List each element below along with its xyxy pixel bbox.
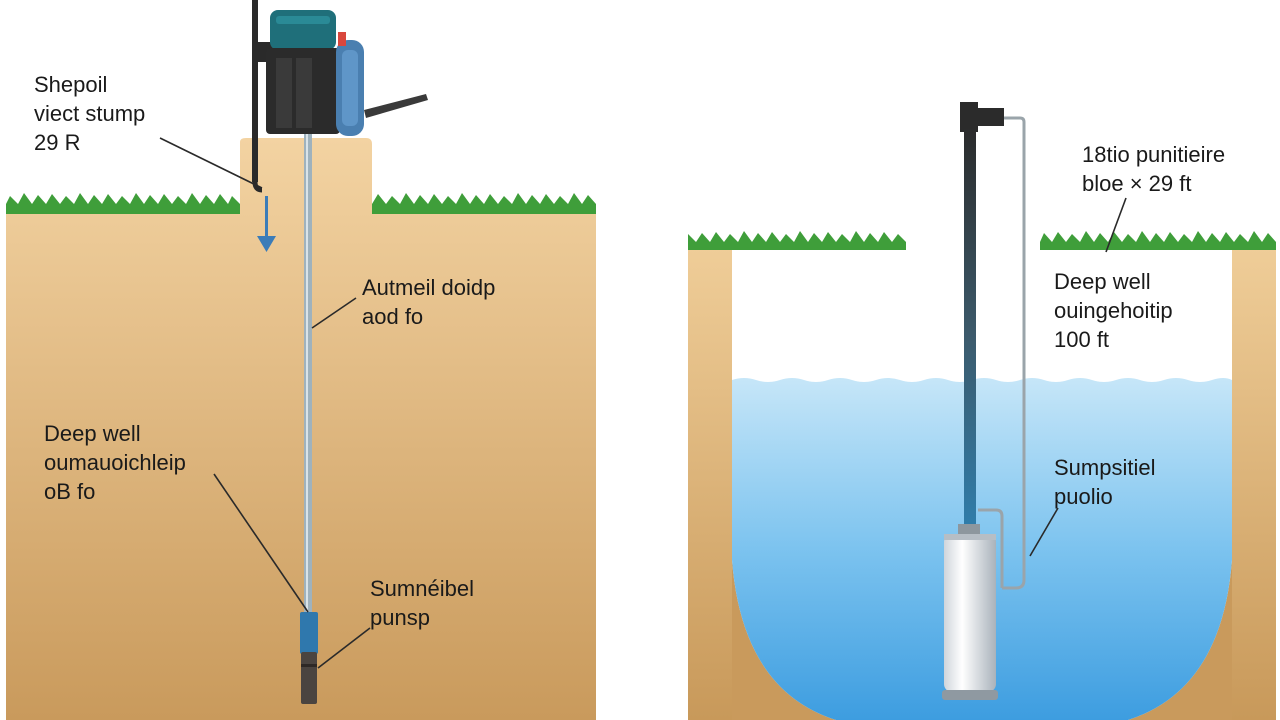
right-top-label: 18tio punitieire bloe × 29 ft [1082, 140, 1225, 198]
middle-label: Autmeil doidp aod fo [362, 273, 495, 331]
right-deep-well-label-line-1: Deep well [1054, 269, 1151, 294]
right-top-label-line-1: 18tio punitieire [1082, 142, 1226, 167]
right-deep-well-label: Deep well ouingehoitip 100 ft [1054, 267, 1173, 354]
surface-pump-label-line-1: Shepoil [34, 72, 108, 97]
right-deep-well-label-line-2: ouingehoitip [1054, 298, 1173, 323]
right-leader-lines [1029, 197, 1127, 557]
left-submersible-pump [300, 612, 318, 704]
left-ground [6, 138, 596, 720]
left-leader-lines [159, 137, 371, 669]
right-submersible-pump [942, 524, 998, 700]
middle-label-line-1: Autmeil doidp [362, 275, 496, 300]
left-submersible-label-line-1: Sumnéibel [370, 576, 474, 601]
right-riser-pipe [960, 102, 1026, 590]
flow-arrow [257, 196, 276, 252]
left-well-pipe [304, 134, 312, 614]
left-submersible-label: Sumnéibel punsp [370, 574, 474, 632]
left-deep-well-label-line-3: oB fo [44, 479, 96, 504]
left-deep-well-label-line-1: Deep well [44, 421, 141, 446]
right-submersible-label-line-2: puolio [1054, 484, 1113, 509]
right-top-label-line-2: bloe × 29 ft [1082, 171, 1192, 196]
middle-label-line-2: aod fo [362, 304, 424, 329]
right-submersible-label-line-1: Sumpsitiel [1054, 455, 1156, 480]
left-deep-well-label: Deep well oumauoichleip oB fo [44, 419, 186, 506]
surface-pump-label-line-2: viect stump [34, 101, 146, 126]
surface-pump-label: Shepoil viect stump 29 R [34, 70, 145, 157]
right-deep-well-label-line-3: 100 ft [1054, 327, 1110, 352]
right-submersible-label: Sumpsitiel puolio [1054, 453, 1155, 511]
surface-pump-label-line-3: 29 R [34, 130, 81, 155]
left-grass [6, 193, 596, 214]
surface-pump [252, 0, 428, 193]
right-grass [688, 231, 1276, 250]
right-ground [688, 248, 1276, 720]
left-deep-well-label-line-2: oumauoichleip [44, 450, 186, 475]
left-submersible-label-line-2: punsp [370, 605, 430, 630]
